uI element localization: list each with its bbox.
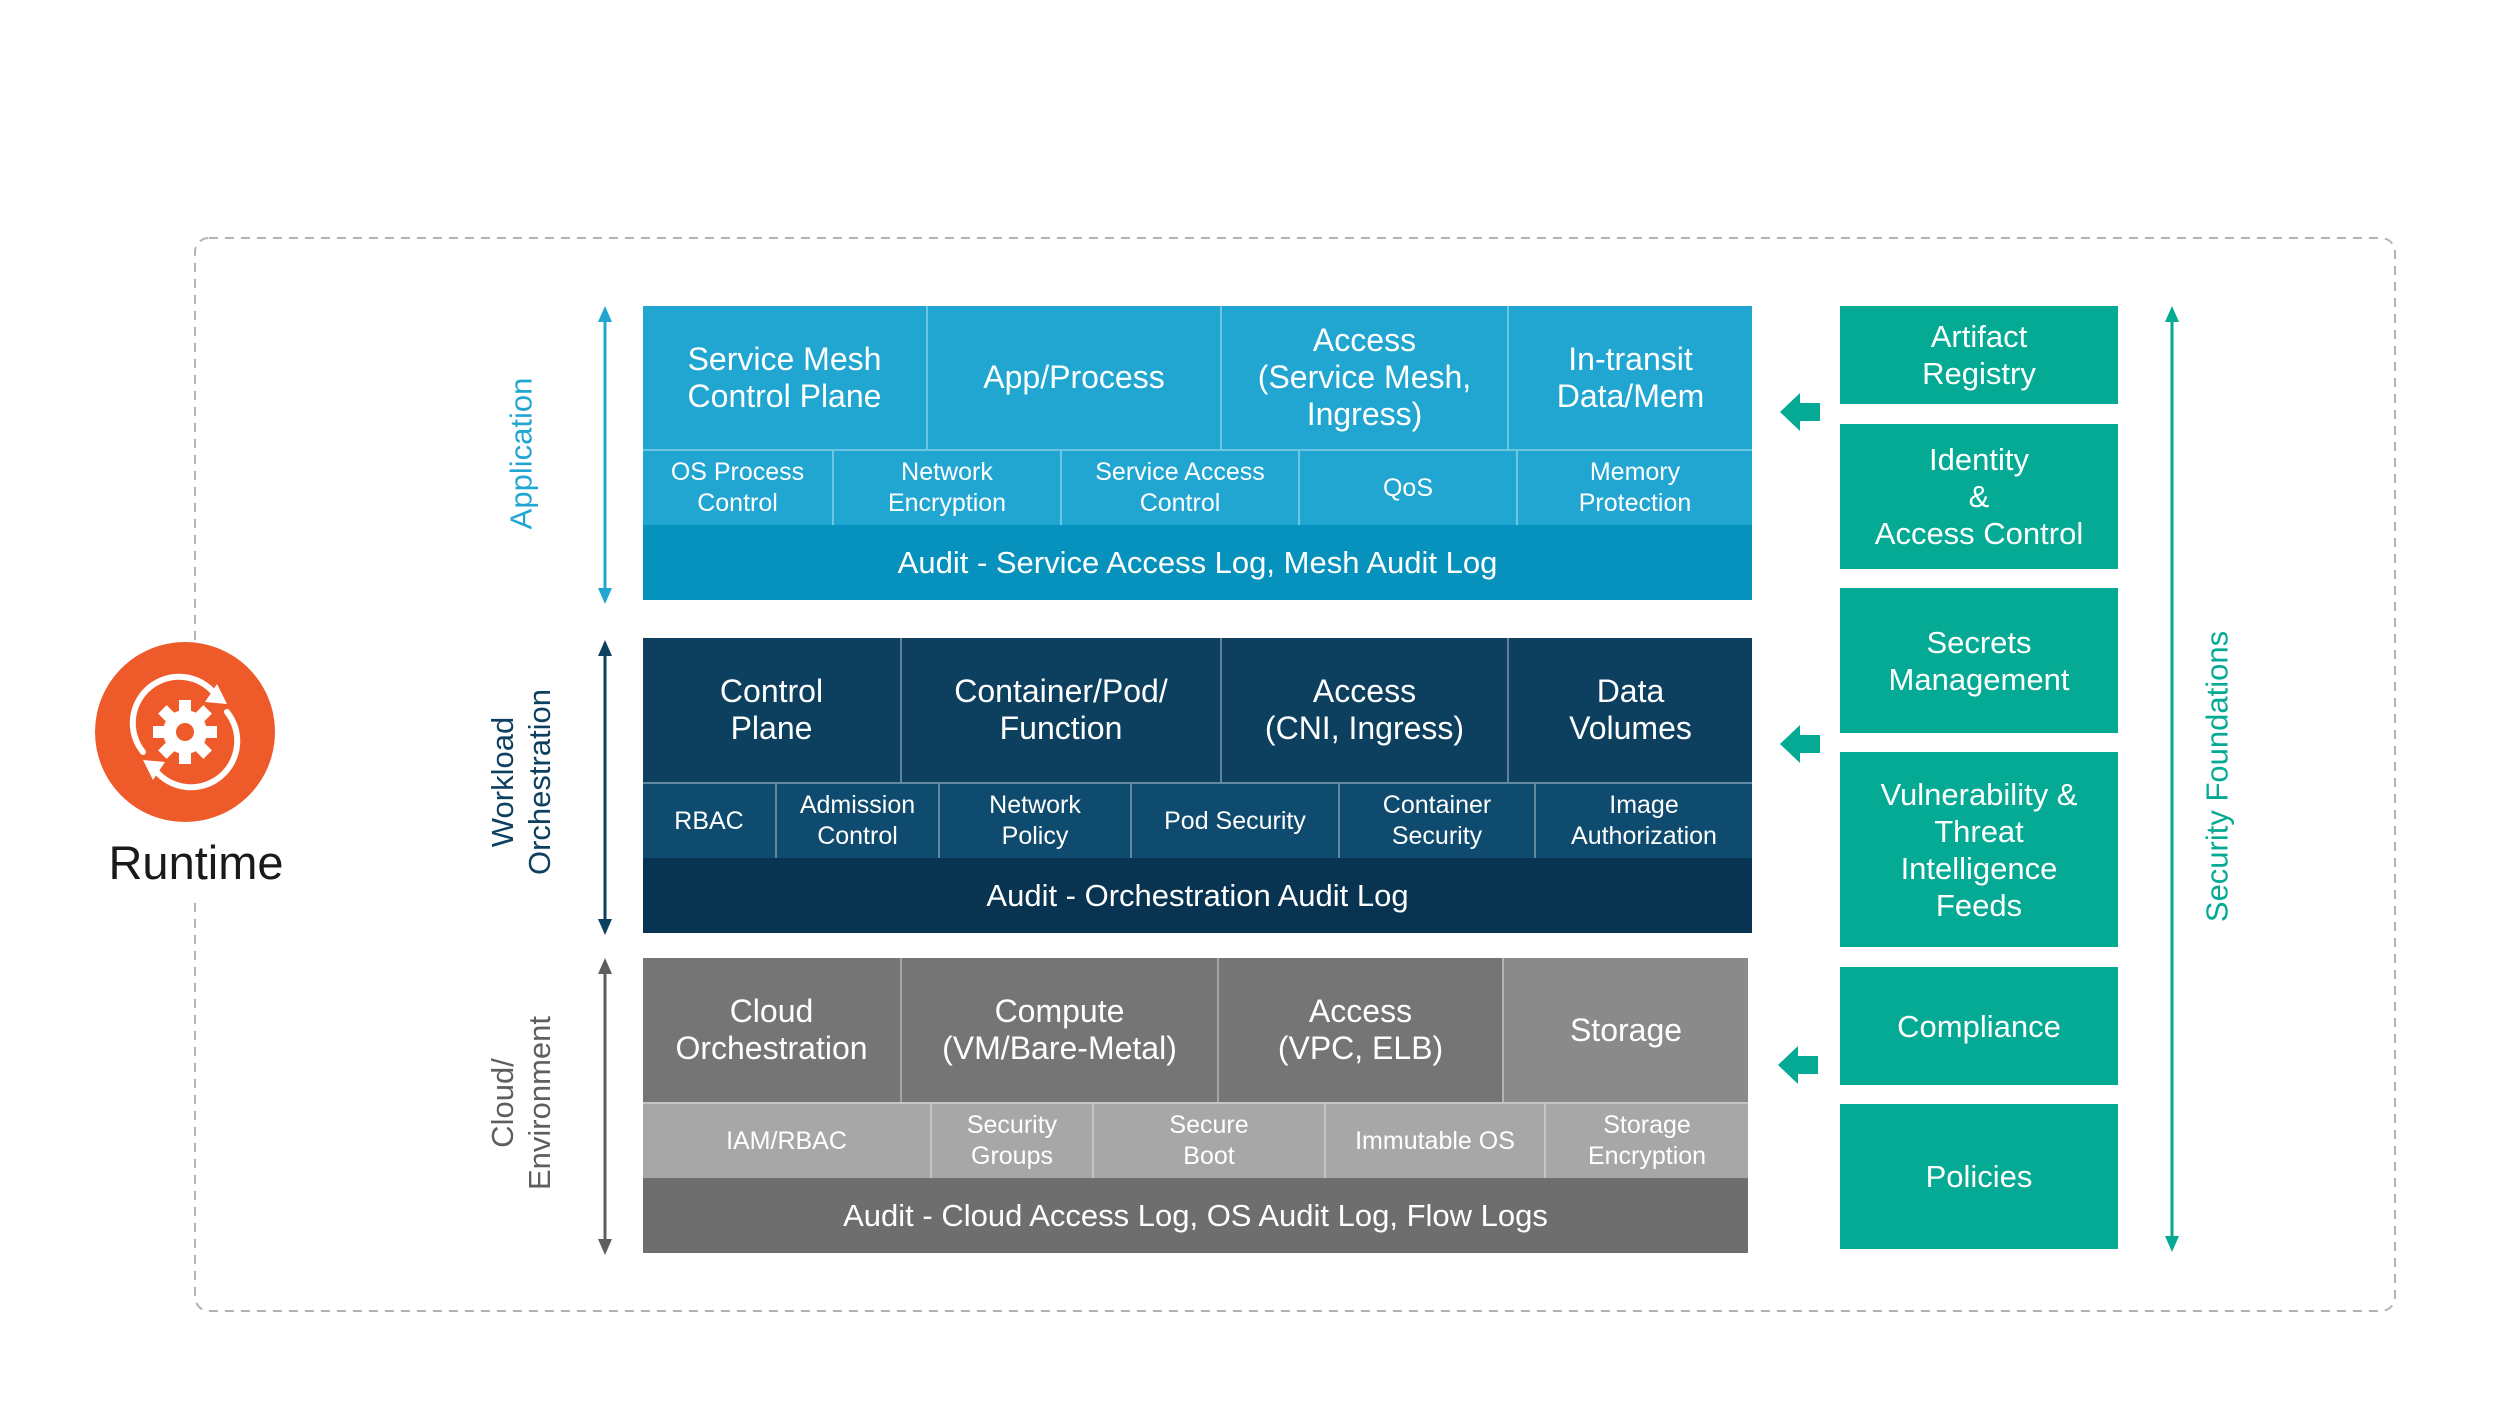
cloud-sub-row xyxy=(643,1102,1748,1178)
app-sub-cell: Service Access Control xyxy=(1060,449,1298,525)
arrow-to-cloud-icon xyxy=(1778,1046,1818,1084)
app-sub-cell: QoS xyxy=(1298,449,1516,525)
cloud-top-cell: Storage xyxy=(1502,958,1748,1102)
cloud-layer: Cloud Orchestration Compute (VM/Bare-Met… xyxy=(643,958,1748,1253)
app-top-cell: Access (Service Mesh, Ingress) xyxy=(1220,306,1507,449)
cloud-sub-cell: IAM/RBAC xyxy=(643,1102,930,1178)
workload-sub-cell: Pod Security xyxy=(1130,782,1338,858)
workload-top-cell: Data Volumes xyxy=(1507,638,1752,782)
workload-top-cell: Container/Pod/ Function xyxy=(900,638,1220,782)
arrow-to-workload-icon xyxy=(1780,725,1820,763)
workload-sub-cell: RBAC xyxy=(643,782,775,858)
foundation-policies: Policies xyxy=(1840,1104,2118,1249)
security-foundations-label: Security Foundations xyxy=(2199,630,2235,923)
arrow-to-application-icon xyxy=(1780,393,1820,431)
foundation-identity-access-control: Identity & Access Control xyxy=(1840,424,2118,569)
app-top-cell: In-transit Data/Mem xyxy=(1507,306,1752,449)
cloud-sub-cell: Immutable OS xyxy=(1324,1102,1544,1178)
app-top-cell: Service Mesh Control Plane xyxy=(687,340,882,414)
foundation-vulnerability-feeds: Vulnerability & Threat Intelligence Feed… xyxy=(1840,752,2118,947)
workload-sub-cell: Image Authorization xyxy=(1534,782,1752,858)
foundation-compliance: Compliance xyxy=(1840,967,2118,1085)
workload-sub-row xyxy=(643,782,1752,858)
runtime-label: Runtime xyxy=(108,836,284,889)
workload-sub-cell: Container Security xyxy=(1338,782,1534,858)
app-sub-cell: Memory Protection xyxy=(1516,449,1752,525)
workload-sub-cell: Network Policy xyxy=(938,782,1130,858)
cloud-top-cell: Cloud Orchestration xyxy=(675,993,868,1066)
cloud-sub-cell: Security Groups xyxy=(930,1102,1092,1178)
workload-top-cell: Access (CNI, Ingress) xyxy=(1220,638,1507,782)
application-audit-bar: Audit - Service Access Log, Mesh Audit L… xyxy=(643,525,1752,600)
gear-refresh-icon xyxy=(95,642,275,822)
application-layer: Service Mesh Control Plane App/Process A… xyxy=(643,306,1752,600)
cloud-sub-cell: Storage Encryption xyxy=(1544,1102,1748,1178)
app-sub-cell: Network Encryption xyxy=(832,449,1060,525)
workload-layer: Control Plane Container/Pod/ Function Ac… xyxy=(643,638,1752,933)
cloud-audit-bar: Audit - Cloud Access Log, OS Audit Log, … xyxy=(643,1178,1748,1253)
workload-audit-bar: Audit - Orchestration Audit Log xyxy=(643,858,1752,933)
foundation-secrets-management: Secrets Management xyxy=(1840,588,2118,733)
foundation-artifact-registry: Artifact Registry xyxy=(1840,306,2118,404)
workload-sub-cell: Admission Control xyxy=(775,782,938,858)
workload-top-cell: Control Plane xyxy=(719,673,824,746)
app-sub-cell: OS Process Control xyxy=(643,449,832,525)
cloud-top-cell: Compute (VM/Bare-Metal) xyxy=(900,958,1217,1102)
cloud-sub-cell: Secure Boot xyxy=(1092,1102,1324,1178)
cloud-top-cell: Access (VPC, ELB) xyxy=(1217,958,1502,1102)
app-top-cell: App/Process xyxy=(926,306,1220,449)
